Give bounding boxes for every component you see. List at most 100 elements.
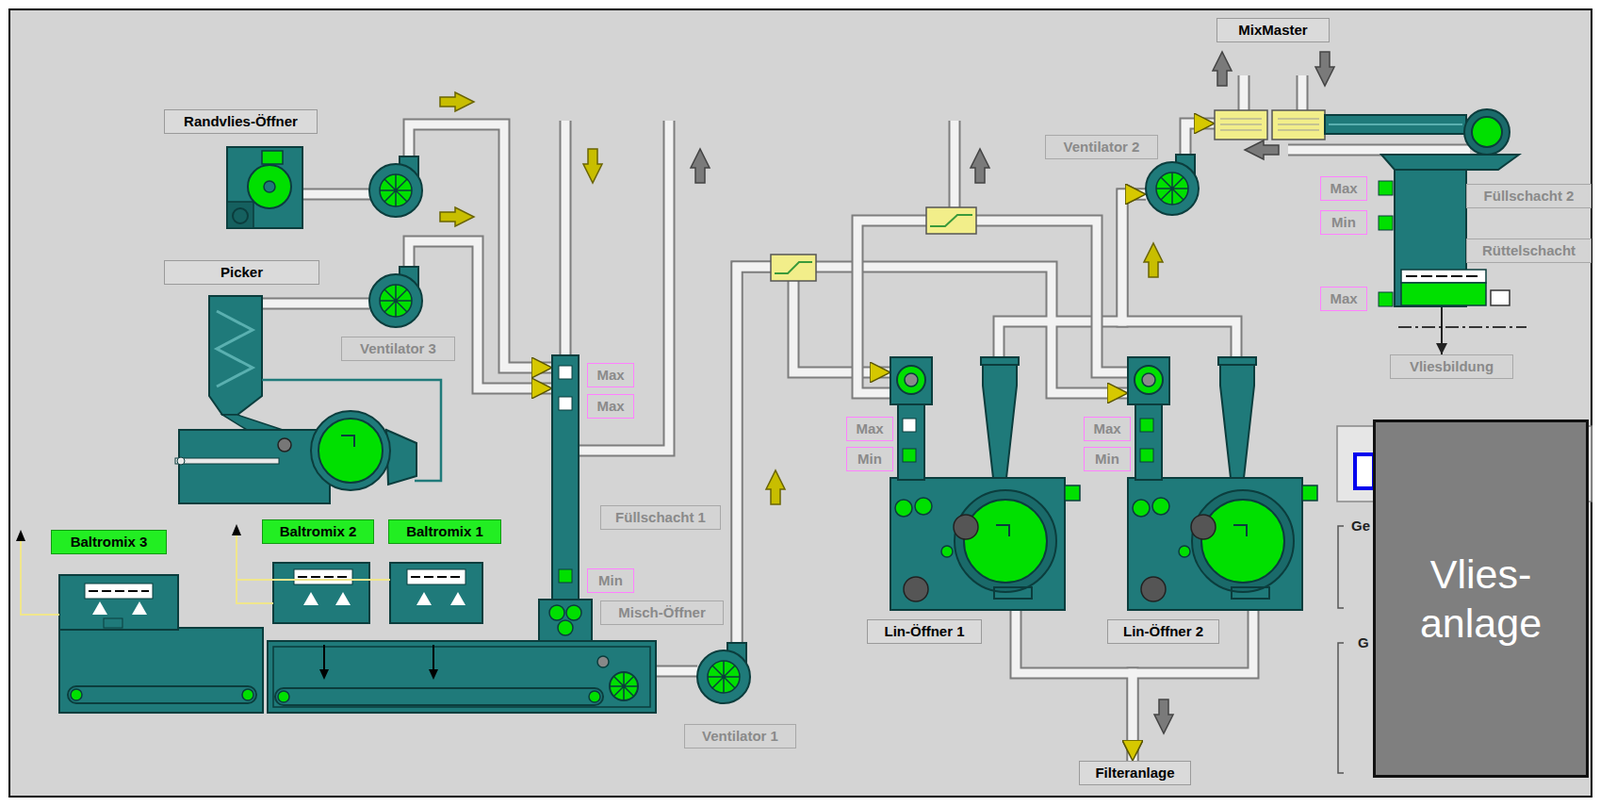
flow-arrow <box>440 51 1335 734</box>
bale-opener: Baltromix 3 <box>50 529 180 631</box>
part-label: Filteranlage <box>1078 760 1192 785</box>
pipe-casing <box>260 123 1254 761</box>
baltromix-feeder <box>416 591 432 605</box>
part-label: Lin-Öffner 1 <box>866 619 982 644</box>
panel-title: Vlies- anlage <box>1375 422 1586 775</box>
baltromix-feeder <box>131 601 147 615</box>
fill-chute <box>1464 109 1510 155</box>
randvlies-opener-machine <box>227 146 303 229</box>
picker-machine <box>386 429 417 485</box>
picker-machine <box>310 410 391 490</box>
conveyor <box>273 646 651 707</box>
picker: Picker <box>163 260 261 507</box>
pipe-casing <box>655 665 698 678</box>
conveyor <box>59 627 263 713</box>
part-label: Füllschacht 2 <box>1466 183 1592 209</box>
picker-machine <box>177 457 185 465</box>
diverter-valve <box>774 261 813 274</box>
pipe-core <box>260 123 1442 761</box>
picker-machine <box>209 295 262 415</box>
randvlies-opener-machine <box>232 208 248 224</box>
flow-arrow <box>1440 306 1443 355</box>
fine-opener: Lin-Öffner 2 <box>1127 357 1303 610</box>
level-label: Min <box>1083 446 1131 472</box>
baltromix-feeder <box>450 591 466 605</box>
conveyor <box>67 685 257 703</box>
diverter-valve <box>770 254 817 281</box>
baltromix-feeder <box>103 618 123 628</box>
fan: Ventilator 3 <box>369 273 423 328</box>
control-panel <box>1355 454 1374 489</box>
baltromix-feeder <box>273 562 370 623</box>
level-label: Min <box>846 446 894 472</box>
part-label: Randvlies-Öffner <box>163 109 318 134</box>
mixmaster-unit <box>1214 110 1467 140</box>
part-label: Baltromix 3 <box>50 529 167 555</box>
conveyor <box>609 671 638 701</box>
fill-chute <box>552 355 579 600</box>
flow-arrow <box>1212 51 1232 86</box>
level-label: Min <box>1320 210 1368 235</box>
pipe-connector <box>408 241 553 389</box>
bale-opener: Baltromix 1 <box>388 519 502 623</box>
picker-machine <box>341 435 355 447</box>
picker-machine <box>222 414 283 430</box>
flow-arrow <box>1154 699 1174 734</box>
level-label: Max <box>1083 416 1131 441</box>
fan-symbol <box>1145 154 1199 215</box>
fan-symbol <box>369 266 423 327</box>
level-sensor <box>1140 448 1154 462</box>
baltromix-feeder <box>297 575 349 578</box>
lin-opener-machine <box>1127 357 1318 610</box>
pipe-casing <box>1122 194 1237 358</box>
fine-opener: Lin-Öffner 1 <box>890 357 1065 610</box>
level-sensor <box>902 180 1393 462</box>
baltromix-feeder <box>319 669 329 680</box>
shaker-chute: Rüttelschacht <box>1401 267 1487 307</box>
level-sensor <box>1378 180 1393 196</box>
diverter-valve <box>926 207 977 234</box>
picker-machine <box>216 310 253 387</box>
fill-chute: Füllschacht 2Rüttelschacht <box>1394 152 1467 307</box>
baltromix-feeder <box>293 569 353 585</box>
part-label: Baltromix 1 <box>388 519 502 544</box>
randvlies-opener: Randvlies-Öffner <box>163 109 304 230</box>
flow-arrow <box>1244 140 1279 160</box>
part-label: Ventilator 3 <box>341 336 456 361</box>
mixmaster-unit <box>1328 123 1463 126</box>
flow-arrow <box>1315 51 1335 86</box>
shaker-chute <box>1401 269 1510 306</box>
picker-machine <box>179 429 330 504</box>
mixmaster-unit <box>1220 118 1262 131</box>
conveyor <box>588 690 601 703</box>
shaker-chute <box>1490 290 1510 306</box>
flow-arrow <box>583 148 603 183</box>
pipe <box>565 75 1470 451</box>
picker-machine <box>277 438 292 452</box>
level-label: Max <box>587 362 635 388</box>
pipe <box>565 75 1470 451</box>
flow-arrow <box>440 207 474 227</box>
level-label: Max <box>1320 176 1368 201</box>
mixing-opener <box>538 599 592 641</box>
mixing-opener <box>549 604 565 621</box>
conveyor <box>275 687 604 705</box>
mixing-opener <box>566 604 582 621</box>
part-label: Ventilator 1 <box>684 723 797 749</box>
fan-symbol <box>697 642 751 703</box>
part-label: Rüttelschacht <box>1466 238 1592 263</box>
level-label: Max <box>846 416 894 441</box>
mixing-opener <box>557 620 573 636</box>
part-label: MixMaster <box>1216 17 1330 43</box>
conveyor <box>609 671 638 701</box>
shaker-chute <box>1401 282 1486 306</box>
control-panel <box>1338 525 1344 773</box>
mixing-opener: Misch-Öffner <box>538 599 656 703</box>
mixmaster-unit <box>1277 118 1320 131</box>
flow-arrow <box>690 148 710 183</box>
part-label: Picker <box>163 260 320 285</box>
part-label: Ventilator 2 <box>1044 134 1159 160</box>
fan-symbol <box>369 156 423 217</box>
